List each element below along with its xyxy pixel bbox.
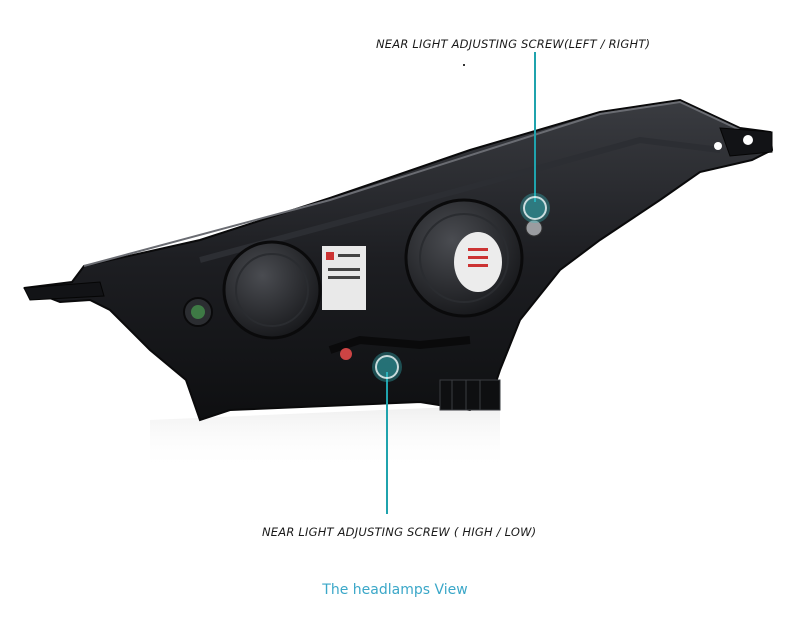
bracket-hole (714, 142, 722, 150)
lamp-housing (23, 98, 774, 422)
callout-dot-bottom (375, 355, 399, 379)
callout-line-top (534, 52, 536, 202)
bracket-hole (743, 135, 753, 145)
speck (463, 64, 465, 66)
left-bracket (23, 281, 105, 301)
callout-line-bottom (386, 372, 388, 514)
low-beam-cap (222, 240, 322, 340)
adjusting-screw-top (525, 219, 543, 237)
hid-sticker (454, 232, 502, 292)
view-caption: The headlamps View (322, 582, 468, 598)
label-high-low-screw: NEAR LIGHT ADJUSTING SCREW ( HIGH / LOW) (262, 525, 537, 539)
bottom-vent (439, 379, 501, 411)
callout-dot-top (523, 196, 547, 220)
label-left-right-screw: NEAR LIGHT ADJUSTING SCREW(LEFT / RIGHT) (376, 37, 651, 51)
wire-harness (328, 335, 471, 354)
housing-rim (83, 100, 741, 267)
floor-reflection (150, 405, 500, 470)
housing-ridge (199, 136, 721, 263)
